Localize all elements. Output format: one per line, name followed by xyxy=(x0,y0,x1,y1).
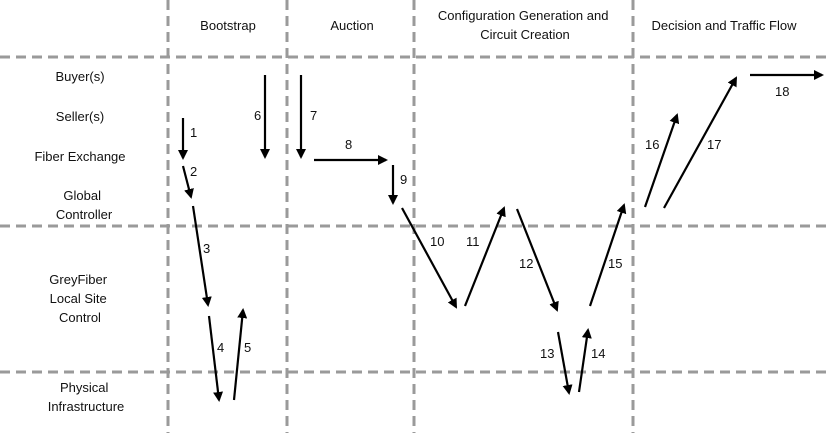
row-fiber-exchange-label: Fiber Exchange xyxy=(34,149,125,164)
step-3-arrow xyxy=(191,205,212,307)
step-12-arrow xyxy=(515,208,559,312)
phase-config-label: Configuration Generation and Circuit Cre… xyxy=(438,8,612,42)
step-1-number: 1 xyxy=(190,125,197,140)
step-10-number: 10 xyxy=(430,234,444,249)
step-15-arrow xyxy=(588,203,627,307)
step-18-number: 18 xyxy=(775,84,789,99)
step-15-number: 15 xyxy=(608,256,622,271)
row-sellers-label: Seller(s) xyxy=(56,109,104,124)
step-arrows xyxy=(178,70,824,402)
step-16-number: 16 xyxy=(645,137,659,152)
phase-auction-label: Auction xyxy=(330,18,373,33)
step-13-number: 13 xyxy=(540,346,554,361)
row-physical-infrastructure-label: Physical Infrastructure xyxy=(48,380,125,414)
step-14-number: 14 xyxy=(591,346,605,361)
step-10-arrow xyxy=(401,207,457,309)
phase-decision-label: Decision and Traffic Flow xyxy=(652,18,798,33)
step-11-arrow xyxy=(463,206,506,307)
step-17-number: 17 xyxy=(707,137,721,152)
row-local-site-control-label: GreyFiber Local Site Control xyxy=(49,272,110,325)
row-buyers-label: Buyer(s) xyxy=(55,69,104,84)
step-2-arrow xyxy=(181,165,194,199)
step-4-number: 4 xyxy=(217,340,224,355)
step-12-number: 12 xyxy=(519,256,533,271)
step-13-arrow xyxy=(556,331,573,395)
step-4-arrow xyxy=(207,315,224,402)
row-global-controller-label: Global Controller xyxy=(56,188,113,222)
step-6-number: 6 xyxy=(254,108,261,123)
phase-bootstrap-label: Bootstrap xyxy=(200,18,256,33)
step-17-arrow xyxy=(663,76,737,209)
step-9-number: 9 xyxy=(400,172,407,187)
step-7-number: 7 xyxy=(310,108,317,123)
step-3-number: 3 xyxy=(203,241,210,256)
step-5-arrow xyxy=(232,308,248,401)
step-11-number: 11 xyxy=(466,234,480,249)
step-5-number: 5 xyxy=(244,340,251,355)
step-14-arrow xyxy=(577,328,592,393)
step-2-number: 2 xyxy=(190,164,197,179)
step-8-number: 8 xyxy=(345,137,352,152)
step-numbers: 1 2 3 4 5 6 7 8 9 10 11 12 13 14 15 16 1… xyxy=(190,84,789,361)
step-16-arrow xyxy=(643,113,680,208)
